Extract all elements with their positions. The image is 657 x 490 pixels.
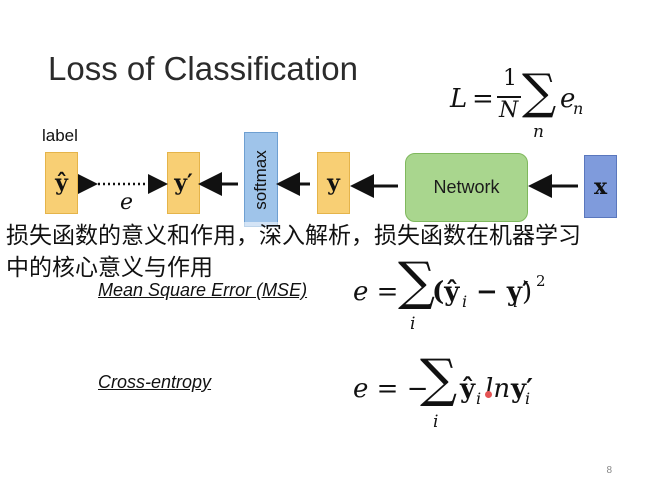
- formula-denominator: N: [499, 98, 519, 123]
- ce-yprime-index: i: [525, 389, 531, 408]
- y-prime-box: y′: [167, 152, 200, 214]
- mse-minus-yprime: − y′: [476, 277, 529, 307]
- y-prime-symbol: y′: [174, 170, 193, 196]
- error-symbol: e: [120, 190, 134, 215]
- y-symbol: y: [327, 170, 340, 196]
- formula-term-index: n: [573, 99, 584, 118]
- ce-ln: ln: [485, 374, 511, 404]
- x-box: x: [584, 155, 617, 218]
- network-box: Network: [405, 153, 528, 222]
- y-box: y: [317, 152, 350, 214]
- label-caption: label: [42, 126, 78, 145]
- page-number: 8: [606, 465, 612, 476]
- mse-square: 2: [536, 272, 546, 290]
- mse-yprime-index: i: [513, 292, 519, 311]
- ce-sum-index: i: [433, 412, 439, 432]
- mse-yhat-index: i: [462, 292, 468, 311]
- formula-term: e: [560, 84, 576, 114]
- mse-sum-index: i: [410, 314, 416, 334]
- y-hat-symbol: ŷ: [55, 170, 68, 196]
- mse-lhs: e =: [353, 277, 399, 307]
- mse-name: Mean Square Error (MSE): [98, 280, 308, 300]
- ce-yhat-index: i: [476, 389, 482, 408]
- x-symbol: x: [593, 173, 608, 200]
- mse-paren: ): [522, 277, 533, 307]
- fraction-bar: [497, 96, 521, 98]
- cross-entropy-name: Cross-entropy: [98, 372, 212, 392]
- ce-lhs: e = −: [353, 374, 429, 404]
- overlay-caption-line1: 损失函数的意义和作用，深入解析，损失函数在机器学习: [6, 222, 581, 251]
- mse-yhat: (ŷ: [432, 277, 460, 307]
- ce-yhat: ŷ: [460, 374, 476, 404]
- ce-yprime: y′: [511, 374, 533, 404]
- formula-L: L: [450, 84, 468, 114]
- ce-sum: ∑: [420, 349, 458, 409]
- y-hat-box: ŷ: [45, 152, 78, 214]
- formula-sum: ∑: [522, 64, 557, 120]
- formula-sum-index: n: [533, 122, 544, 142]
- mse-sum: ∑: [398, 252, 436, 312]
- overlay-caption-line2: 中的核心意义与作用: [6, 254, 213, 283]
- slide-title: Loss of Classification: [48, 50, 358, 87]
- formula-eq: =: [472, 84, 494, 114]
- cursor-dot-icon: [485, 391, 492, 398]
- network-label: Network: [433, 177, 500, 197]
- formula-numerator: 1: [503, 66, 517, 91]
